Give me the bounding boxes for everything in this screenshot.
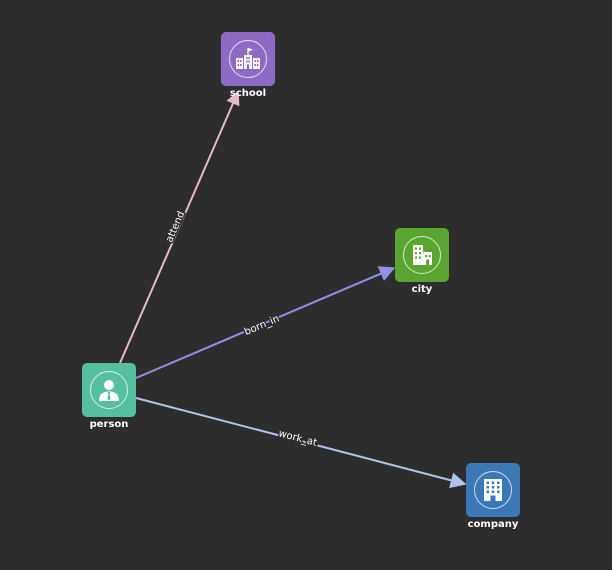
edge-label-born-in: born_in xyxy=(243,313,281,338)
edge-label-work-at: work_at xyxy=(277,428,318,449)
edge-label-attend: attend xyxy=(164,210,187,244)
office-building-icon xyxy=(484,479,502,501)
node-school-ring xyxy=(229,40,267,78)
node-company[interactable] xyxy=(466,463,520,517)
node-city[interactable] xyxy=(395,228,449,282)
node-company-ring xyxy=(474,471,512,509)
person-icon xyxy=(99,380,119,401)
node-label-city: city xyxy=(411,284,433,295)
node-label-school: school xyxy=(229,88,267,99)
node-person[interactable] xyxy=(82,363,136,417)
node-label-company: company xyxy=(467,519,519,530)
edge-attend[interactable] xyxy=(119,90,240,364)
school-building-icon xyxy=(236,48,260,69)
node-school[interactable] xyxy=(221,32,275,86)
node-city-ring xyxy=(403,236,441,274)
edge-born-in[interactable] xyxy=(135,266,396,379)
city-buildings-icon xyxy=(413,245,432,265)
node-person-ring xyxy=(90,371,128,409)
node-label-person: person xyxy=(89,419,129,430)
edge-work-at[interactable] xyxy=(135,397,467,489)
